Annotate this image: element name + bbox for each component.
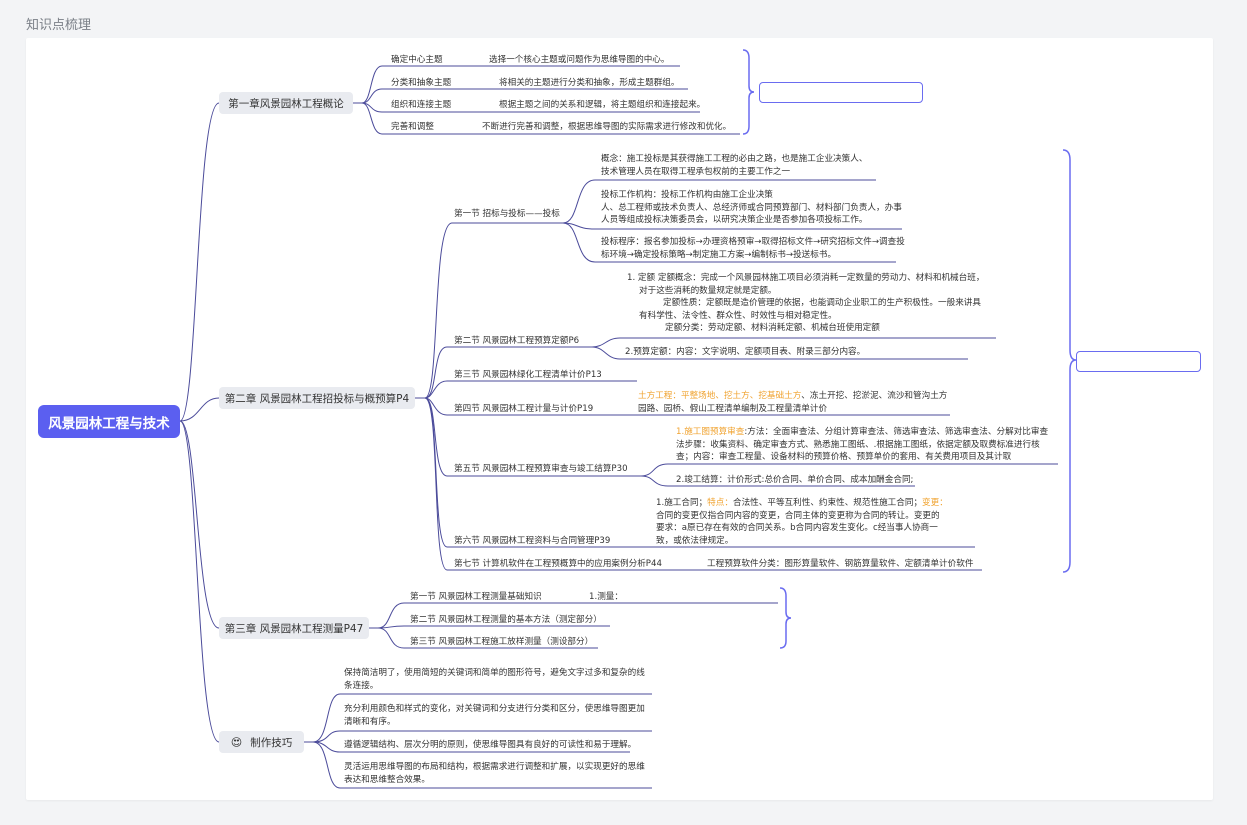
tip-item: 遵循逻辑结构、层次分明的原则，使思维导图具有良好的可读性和易于理解。 [344, 740, 637, 750]
ch1-item-label: 确定中心主题 [391, 55, 443, 65]
summary-box-2[interactable] [1076, 351, 1201, 372]
ch2-sec4-desc: 土方工程：平整场地、挖土方、挖基础土方、冻土开挖、挖淤泥、流沙和管沟土方 园路、… [638, 391, 948, 414]
tips-node[interactable]: 😍 制作技巧 [219, 731, 304, 753]
summary-box-1[interactable] [759, 82, 923, 103]
chapter-2-node[interactable]: 第二章 风景园林工程招投标与概预算P4 [219, 387, 415, 409]
page-title: 知识点梳理 [26, 18, 92, 33]
ch2-sec7-title[interactable]: 第七节 计算机软件在工程预概算中的应用案例分析P44 [454, 559, 662, 569]
tips-title: 制作技巧 [250, 736, 293, 749]
chapter-1-node[interactable]: 第一章风景园林工程概论 [219, 92, 353, 114]
ch2-sec2-quota: 1. 定额 定额概念：完成一个风景园林施工项目必须消耗一定数量的劳动力、材料和机… [627, 273, 985, 333]
ch1-item-desc: 不断进行完善和调整，根据思维导图的实际需求进行修改和优化。 [482, 122, 732, 132]
ch2-sec1-title[interactable]: 第一节 招标与投标——投标 [454, 209, 560, 219]
ch1-item-label: 分类和抽象主题 [391, 78, 452, 88]
ch2-sec6-desc: 1.施工合同；特点：合法性、平等互利性、约束性、规范性施工合同；变更： 合同的变… [656, 498, 948, 546]
ch2-sec5-title[interactable]: 第五节 风景园林工程预算审查与竣工结算P30 [454, 464, 628, 474]
ch2-sec1-proc: 投标程序：报名参加投标→办理资格预审→取得招标文件→研究招标文件→调查投标环境→… [601, 237, 905, 260]
ch2-sec6-title[interactable]: 第六节 风景园林工程资料与合同管理P39 [454, 536, 611, 546]
ch2-sec1-org: 投标工作机构：投标工作机构由施工企业决策人、总工程师或技术负责人、总经济师或合同… [601, 190, 902, 225]
ch2-sec5-settle: 2.竣工结算：计价形式:总价合同、单价合同、成本加酬金合同; [676, 475, 914, 485]
chapter-3-node[interactable]: 第三章 风景园林工程测量P47 [219, 617, 369, 639]
smile-hearts-icon: 😍 [230, 735, 243, 749]
tip-item: 充分利用颜色和样式的变化，对关键词和分支进行分类和区分，使思维导图更加清晰和有序… [344, 704, 645, 727]
root-node[interactable]: 风景园林工程与技术 [38, 405, 180, 438]
ch3-item-desc: 1.测量： [589, 592, 623, 602]
ch2-sec1-concept: 概念：施工投标是其获得施工工程的必由之路，也是施工企业决策人、技术管理人员在取得… [601, 154, 868, 177]
ch1-item-desc: 选择一个核心主题或问题作为思维导图的中心。 [489, 55, 670, 65]
tip-item: 保持简洁明了，使用简短的关键词和简单的图形符号，避免文字过多和复杂的线条连接。 [344, 668, 645, 691]
ch2-sec7-desc: 工程预算软件分类：图形算量软件、钢筋算量软件、定额清单计价软件 [707, 559, 974, 569]
ch1-item-label: 完善和调整 [391, 122, 434, 132]
ch2-sec5-review: 1.施工图预算审查:方法：全面审查法、分组计算审查法、筛选审查法、筛选审查法、分… [676, 427, 1049, 462]
ch3-item-label[interactable]: 第一节 风景园林工程测量基础知识 [410, 592, 542, 602]
ch2-sec3-title[interactable]: 第三节 风景园林绿化工程清单计价P13 [454, 370, 602, 380]
ch2-sec2-budget: 2.预算定额：内容：文字说明、定额项目表、附录三部分内容。 [625, 347, 866, 357]
ch1-item-desc: 将相关的主题进行分类和抽象，形成主题群组。 [499, 78, 680, 88]
tip-item: 灵活运用思维导图的布局和结构，根据需求进行调整和扩展，以实现更好的思维表达和思维… [344, 762, 645, 785]
ch1-item-desc: 根据主题之间的关系和逻辑，将主题组织和连接起来。 [499, 100, 706, 110]
ch2-sec4-title[interactable]: 第四节 风景园林工程计量与计价P19 [454, 404, 594, 414]
ch2-sec2-title[interactable]: 第二节 风景园林工程预算定额P6 [454, 336, 580, 346]
ch3-item-label[interactable]: 第三节 风景园林工程施工放样测量（测设部分） [410, 637, 594, 647]
ch3-item-label[interactable]: 第二节 风景园林工程测量的基本方法（测定部分） [410, 615, 602, 625]
ch1-item-label: 组织和连接主题 [391, 100, 452, 110]
